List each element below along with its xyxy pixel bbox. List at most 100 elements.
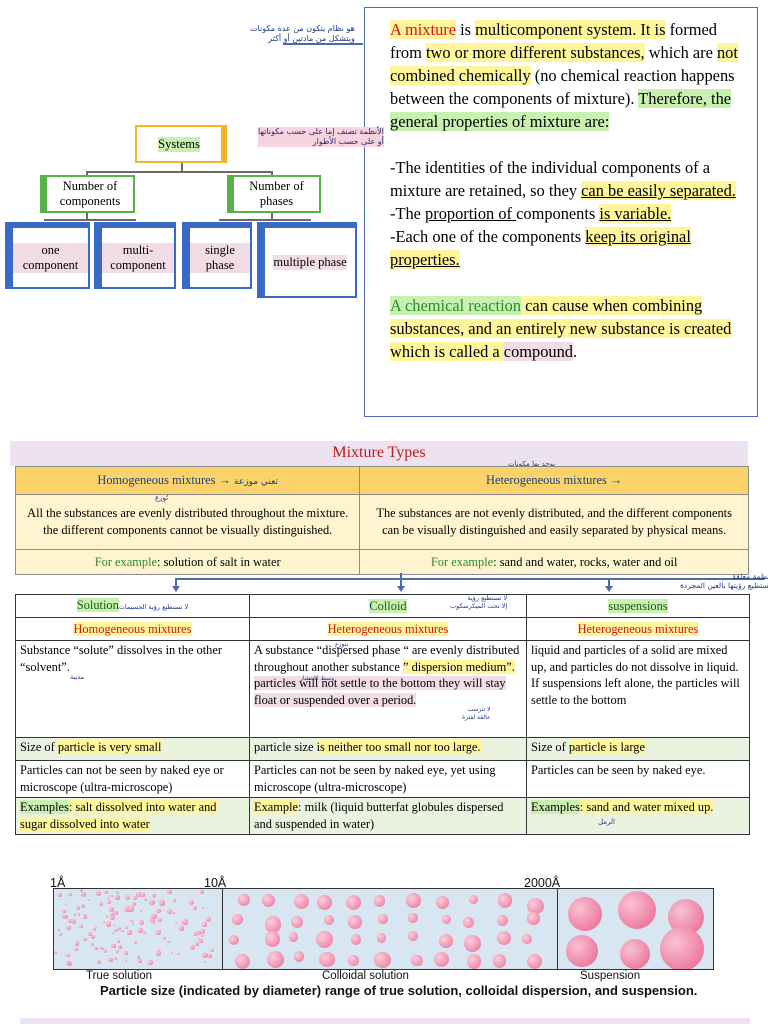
colloid-particle [264, 931, 281, 947]
solute-particle [172, 898, 176, 902]
node-label: Number of phases [249, 179, 304, 208]
solute-particle [149, 918, 156, 924]
colloid-particle [522, 933, 533, 944]
colloid-particle [378, 913, 389, 924]
solute-particle [199, 939, 203, 943]
solute-particle [124, 908, 128, 913]
solute-particle [188, 899, 194, 905]
text-span: two or more different substances, [425, 43, 645, 62]
solute-particle [106, 900, 111, 905]
true-solution-label: True solution [86, 970, 153, 982]
definition-text: Substance “solute” dissolves in the othe… [20, 643, 222, 674]
solute-particle [204, 960, 207, 963]
handwritten-note: لا تستطيع رؤية الجسيمات [118, 602, 189, 611]
colloid-particle [407, 931, 418, 941]
solute-particle [156, 908, 161, 914]
example-text: : sand and water mixed up. [579, 800, 714, 814]
scale-label-2000a: 2000Å [524, 876, 561, 890]
note-line: لا تستطيع رؤية [467, 594, 508, 602]
solute-particle [110, 912, 114, 916]
colloid-particle [290, 915, 304, 929]
solute-particle [167, 909, 172, 915]
solute-particle [105, 915, 108, 918]
comparison-definition-row: Substance “solute” dissolves in the othe… [15, 640, 750, 738]
colloid-particle [319, 951, 335, 968]
solute-particle [176, 952, 180, 956]
solute-particle [202, 906, 205, 909]
arrow-text: → [215, 473, 235, 487]
properties-list: -The identities of the individual compon… [390, 156, 747, 271]
header-text: suspensions [608, 598, 668, 613]
text-span: . [573, 342, 578, 361]
solution-definition: Substance “solute” dissolves in the othe… [15, 640, 250, 738]
solute-particle [95, 925, 98, 928]
solute-particle [116, 939, 120, 943]
description-text: All the substances are evenly distribute… [27, 506, 349, 537]
tree-connector [181, 163, 183, 172]
note-line: هو نظام يتكون من عدة مكونات [250, 24, 355, 33]
colloid-particle [527, 953, 543, 969]
colloid-particle [463, 916, 475, 928]
tree-node-systems: Systems [135, 125, 227, 163]
tree-connector [271, 213, 273, 220]
visibility-text: Particles can not be seen by naked eye o… [20, 763, 224, 794]
handwritten-note-sand: الرمل [598, 818, 615, 826]
handwritten-note-top: هو نظام يتكون من عدة مكونات ويتشكل من ما… [250, 24, 355, 44]
header-text: Heterogeneous mixtures [486, 473, 607, 487]
homogeneous-example: For example: solution of salt in water [14, 549, 361, 575]
solute-particle [74, 947, 78, 952]
suspension-label: Suspension [580, 970, 641, 982]
solute-particle [66, 954, 70, 958]
colloid-particle [293, 951, 305, 962]
solute-particle [125, 906, 131, 912]
tree-connector [44, 219, 136, 221]
colloid-particle [376, 933, 387, 944]
heterogeneous-header: Heterogeneous mixtures → [359, 466, 749, 495]
solute-particle [148, 960, 153, 965]
colloid-particle [468, 895, 478, 905]
colloid-particle [237, 893, 251, 907]
solute-particle [125, 959, 128, 963]
colloid-particle [348, 915, 363, 929]
visibility-text: Particles can not be seen by naked eye, … [254, 763, 496, 794]
colloid-particle [317, 895, 332, 911]
solute-particle [124, 895, 130, 901]
homogeneous-description: All the substances are evenly distribute… [14, 494, 361, 550]
colloid-particle [374, 951, 391, 969]
definition-text: ” dispersion medium”. [403, 659, 515, 674]
solute-particle [114, 928, 118, 933]
solute-particle [88, 932, 93, 937]
solution-examples: Examples: salt dissolved into water and … [15, 797, 250, 835]
solute-particle [131, 922, 134, 925]
compound-term: compound [503, 342, 573, 361]
handwritten-note-heterogeneous: يوجد بها مكونات [508, 460, 556, 468]
connector-line [175, 578, 765, 580]
colloid-type: Heterogeneous mixtures [249, 617, 527, 641]
mixture-term: A mixture [390, 20, 457, 39]
solute-particle [58, 893, 62, 897]
solute-particle [96, 959, 102, 965]
colloid-particle [232, 913, 243, 925]
solute-particle [70, 918, 76, 925]
colloid-particle [497, 915, 509, 927]
text-span: multicomponent system. It is [475, 20, 666, 39]
colloid-header: Colloid [249, 594, 527, 618]
example-text: : milk (liquid butterfat globules disper… [254, 800, 504, 831]
node-label: multi-component [102, 242, 174, 273]
colloid-particle [466, 954, 482, 969]
mixture-types-example-row: For example: solution of salt in water F… [14, 549, 749, 575]
solute-particle [115, 895, 120, 900]
tree-node-number-of-phases: Number of phases [227, 175, 321, 213]
solute-particle [109, 907, 115, 913]
solute-particle [96, 890, 102, 896]
note-arrow-line [283, 43, 363, 45]
colloid-visibility: Particles can not be seen by naked eye, … [249, 760, 527, 798]
text-span: which are [648, 43, 717, 62]
colloid-particle [264, 916, 282, 933]
connector-line [400, 573, 402, 578]
solute-particle [130, 919, 133, 923]
solute-particle [124, 926, 128, 930]
header-text: Solution [76, 597, 119, 612]
solute-particle [62, 915, 65, 918]
colloid-particle [436, 895, 450, 909]
